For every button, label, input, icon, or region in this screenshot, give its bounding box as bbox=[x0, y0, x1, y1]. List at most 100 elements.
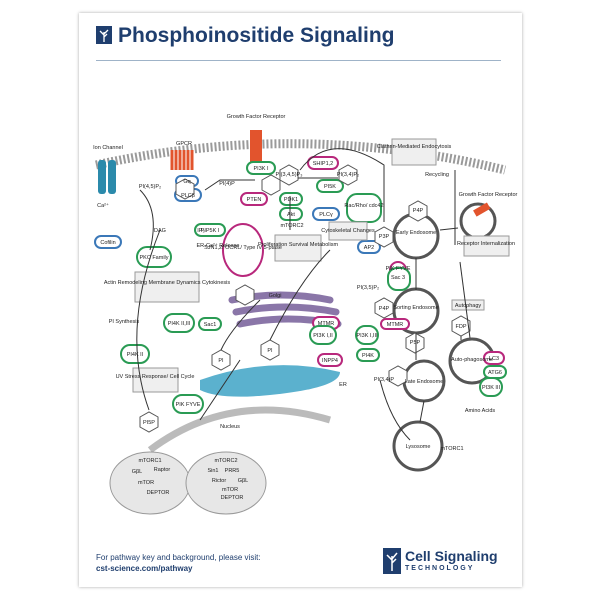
label-pi5k: PI5K bbox=[324, 184, 336, 190]
label-lc3: LC3 bbox=[489, 356, 499, 362]
label-inpp4: INPP4 bbox=[322, 358, 338, 364]
label-pi4k2: PI4K II bbox=[127, 352, 144, 358]
label-p4p2: P4P bbox=[379, 306, 390, 312]
label-cofilin: Cofilin bbox=[100, 240, 115, 246]
footer-link[interactable]: cst-science.com/pathway bbox=[96, 564, 193, 573]
label-ip3: IP₃ bbox=[197, 228, 204, 234]
early-endosome-shape bbox=[392, 212, 440, 260]
label-uv: UV Stress Response/ Cell Cycle bbox=[116, 374, 195, 380]
label-clathrin: Clathrin-Mediated Endocytosis bbox=[377, 144, 452, 150]
brand-name: Cell Signaling bbox=[405, 548, 498, 564]
label-mtorc1-lys: mTORC1 bbox=[440, 446, 463, 452]
label-sin1: Sin1 bbox=[207, 468, 218, 474]
label-mtor: mTOR bbox=[138, 480, 154, 486]
info-boxes bbox=[132, 138, 510, 393]
plasma-membrane bbox=[95, 139, 507, 175]
label-pi345p3: PI(3,4,5)P₃ bbox=[275, 172, 302, 178]
label-plcb: PLCβ bbox=[181, 193, 195, 199]
hexagon-nodes bbox=[139, 164, 471, 433]
label-ap2: AP2 bbox=[364, 245, 374, 251]
label-mtorc1: mTORC1 bbox=[138, 458, 161, 464]
label-deptor: DEPTOR bbox=[147, 490, 170, 496]
label-gpcr: GPCR bbox=[176, 141, 192, 147]
footer-text: For pathway key and background, please v… bbox=[96, 553, 261, 562]
label-rac: Rac/Rho/ cdc42 bbox=[344, 203, 383, 209]
label-gq: Gq bbox=[183, 179, 190, 185]
label-pik-fyve: PIK FYVE bbox=[386, 266, 411, 272]
label-gf-receptor: Growth Factor Receptor bbox=[227, 114, 286, 120]
label-er: ER bbox=[339, 382, 347, 388]
label-pikfyve2: PIK FYVE bbox=[176, 402, 201, 408]
label-pi2: PI bbox=[267, 348, 273, 354]
label-pi-synth: PI Synthesis bbox=[109, 319, 140, 325]
label-rictor: Rictor bbox=[212, 478, 227, 484]
label-pi5p: PI5P bbox=[143, 420, 155, 426]
label-nucleus: Nucleus bbox=[220, 424, 240, 430]
label-fdp: FDP bbox=[456, 324, 467, 330]
label-pi34p: PI(3,4)P bbox=[374, 377, 395, 383]
label-pi3k3: PI3K III bbox=[482, 385, 501, 391]
label-pi4p: PI(4)P bbox=[219, 181, 235, 187]
label-er-ca: ER-Ca²⁺ Release bbox=[197, 242, 240, 249]
label-autophago: Auto-phagosome bbox=[451, 357, 493, 363]
label-pi4k: PI4K bbox=[362, 353, 374, 359]
vesicle-receptor-shape bbox=[473, 202, 491, 217]
brand-sub: TECHNOLOGY bbox=[405, 565, 475, 572]
label-raptor: Raptor bbox=[154, 467, 171, 473]
label-golgi: Golgi bbox=[269, 293, 282, 299]
label-mtorc2-box: mTORC2 bbox=[214, 458, 237, 464]
label-sac3: Sac 3 bbox=[391, 275, 405, 281]
label-late: Late Endosome bbox=[405, 379, 444, 385]
label-mtor2: mTOR bbox=[222, 487, 238, 493]
tree-brand-icon bbox=[383, 548, 401, 574]
label-pkc: PKC Family bbox=[139, 255, 168, 261]
label-receptor-int: Receptor Internalization bbox=[457, 241, 515, 247]
mtorc2-complex-shape bbox=[185, 451, 267, 515]
label-pi35p2: PI(3,5)P₂ bbox=[357, 285, 379, 291]
label-p3p: P3P bbox=[379, 234, 390, 240]
label-pdk1: PDK1 bbox=[284, 197, 298, 203]
label-ca: Ca²⁺ bbox=[97, 202, 109, 209]
label-gbl: GβL bbox=[132, 469, 143, 475]
label-pi: PI bbox=[218, 358, 224, 364]
label-pi3k1: PI3K I bbox=[254, 166, 269, 172]
label-sjn: SJN1,2/ OCRL/ Type IV 5-ptase bbox=[204, 245, 282, 251]
gf-receptor-shape bbox=[250, 130, 262, 166]
label-pi45p2: PI(4,5)P₂ bbox=[139, 184, 161, 190]
label-pi4k-iii: PI4K II,III bbox=[168, 321, 191, 327]
label-ion-channel: Ion Channel bbox=[93, 145, 123, 151]
label-pten: PTEN bbox=[247, 197, 262, 203]
label-early: Early Endosome bbox=[396, 230, 436, 236]
label-pi3k-lii: PI3K I,II bbox=[313, 333, 333, 339]
label-pi34p2: PI(3,4)P₂ bbox=[337, 172, 359, 178]
label-sorting: Sorting Endosome bbox=[393, 305, 438, 311]
label-prr5: PRR5 bbox=[225, 468, 240, 474]
label-lysosome: Lysosome bbox=[406, 444, 431, 450]
label-p5p: P5P bbox=[410, 340, 421, 346]
label-dag: DAG bbox=[154, 228, 166, 234]
label-recycling: Recycling bbox=[425, 172, 449, 178]
page-title: Phosphoinositide Signaling bbox=[118, 24, 395, 47]
title-rule bbox=[96, 60, 501, 61]
ion-channel-shape bbox=[98, 160, 106, 194]
label-gfr2: Growth Factor Receptor bbox=[459, 192, 518, 198]
label-pro: Proliferation Survival Metabolism bbox=[258, 242, 339, 248]
ion-channel-shape-2 bbox=[108, 160, 116, 194]
label-amino: Amino Acids bbox=[465, 408, 496, 414]
label-actin: Actin Remodeling Membrane Dynamics Cytok… bbox=[104, 280, 230, 286]
er-shape bbox=[200, 365, 340, 397]
label-pi3k-2: PI3K I,III bbox=[356, 333, 378, 339]
pathway-arrows bbox=[136, 148, 471, 441]
gpcr-shape bbox=[170, 150, 194, 170]
label-gbl2: GβL bbox=[238, 478, 249, 484]
brand-logo: Cell Signaling TECHNOLOGY bbox=[383, 548, 505, 578]
label-deptor2: DEPTOR bbox=[221, 495, 244, 501]
label-akt: Akt bbox=[287, 212, 295, 218]
label-mtmr2: MTMR bbox=[318, 321, 335, 327]
nucleus-envelope bbox=[147, 406, 332, 453]
lysosome-shape bbox=[392, 420, 444, 472]
label-sac1: Sac1 bbox=[204, 322, 217, 328]
tree-logo-icon bbox=[96, 26, 112, 44]
label-autophagy: Autophagy bbox=[455, 303, 482, 309]
